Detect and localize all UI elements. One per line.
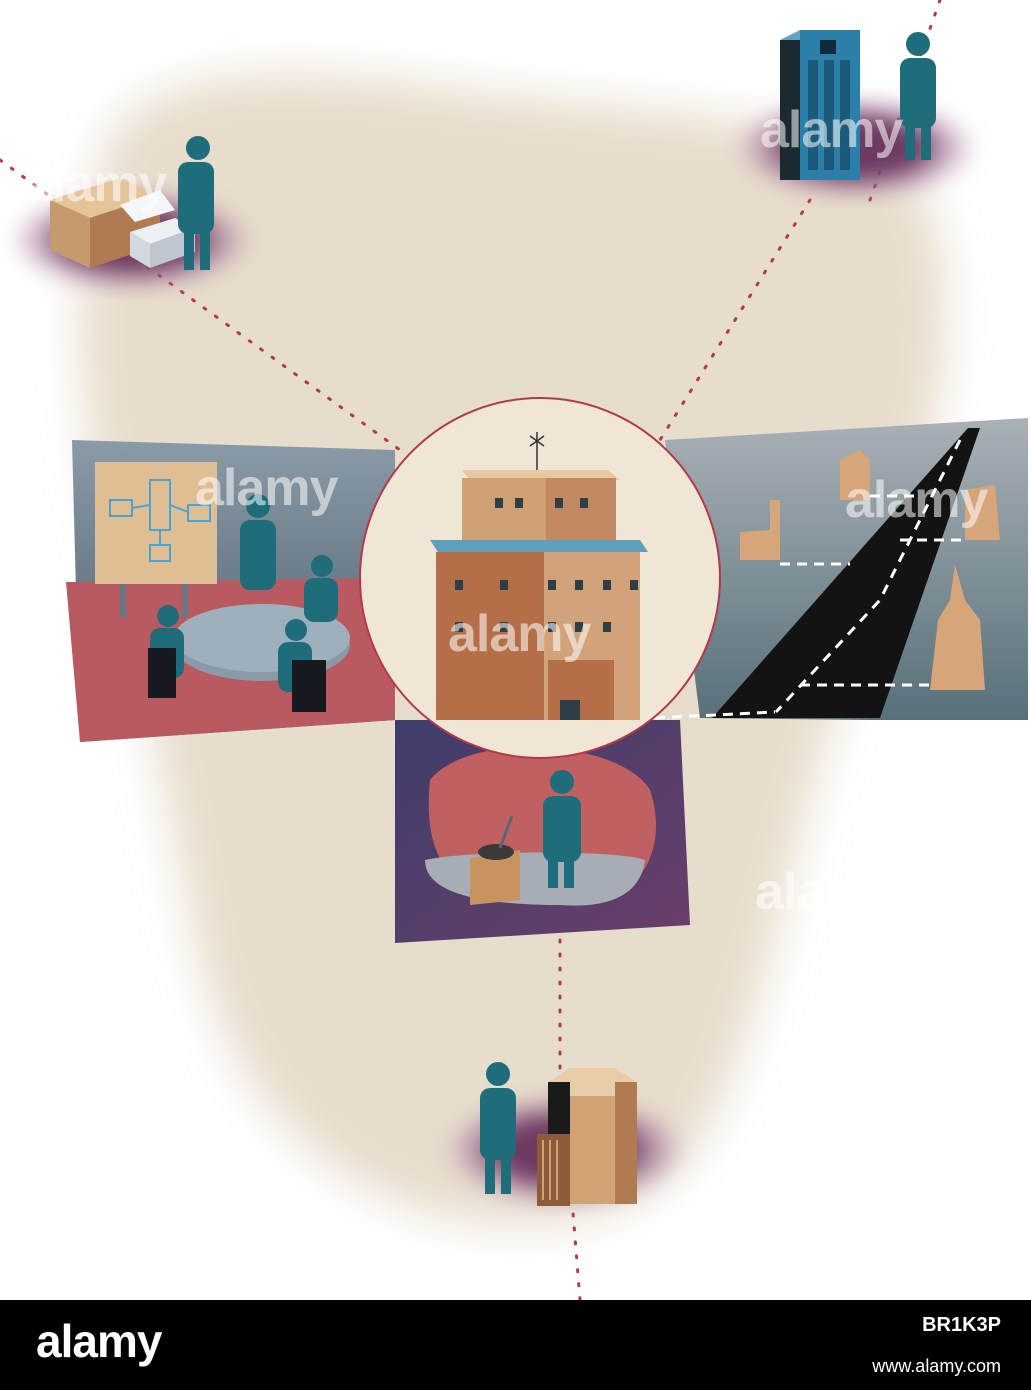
person-tower	[480, 1062, 516, 1194]
meeting-scene	[66, 440, 395, 742]
connection-lines	[0, 0, 942, 1300]
footer-logo: alamy	[36, 1315, 162, 1367]
watermark: alamy	[755, 863, 898, 921]
watermark: alamy	[24, 155, 167, 213]
server-scene	[737, 30, 973, 198]
switch-scene	[395, 720, 690, 943]
watermark: alamy	[448, 605, 591, 663]
road-scene	[654, 418, 1028, 720]
illustration	[0, 0, 1028, 1300]
image-id-label: BR1K3P	[922, 1314, 1001, 1336]
center-building	[359, 397, 721, 759]
watermark: alamy	[195, 459, 338, 517]
footer-bar: alamy BR1K3P www.alamy.com	[0, 1300, 1031, 1390]
watermark: alamy	[760, 101, 903, 159]
tower-scene	[447, 1062, 683, 1206]
person-server	[900, 32, 936, 160]
person-copier	[178, 136, 214, 270]
footer-url: www.alamy.com	[872, 1356, 1001, 1376]
copier-scene	[14, 136, 250, 290]
watermark: alamy	[845, 471, 988, 529]
